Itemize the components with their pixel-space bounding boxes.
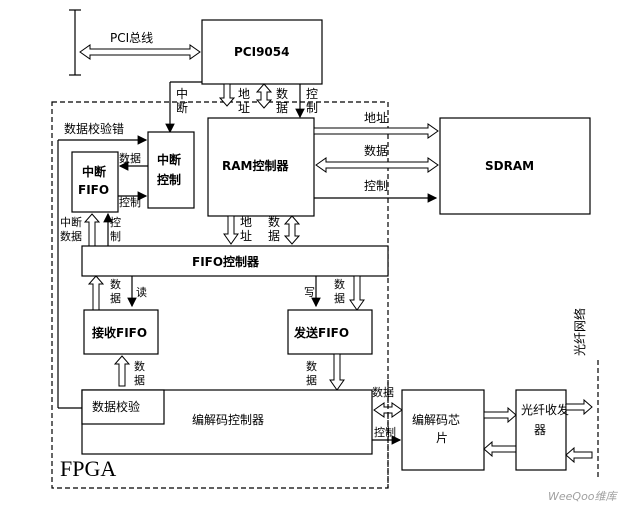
- pci9054-label: PCI9054: [234, 45, 289, 59]
- svg-text:中断: 中断: [157, 152, 181, 167]
- svg-text:数: 数: [334, 278, 345, 291]
- svg-text:光纤收发: 光纤收发: [521, 402, 569, 417]
- svg-text:据: 据: [110, 291, 121, 305]
- tx-fifo-label: 发送FIFO: [293, 325, 349, 340]
- int-data-arrow-up: [83, 213, 101, 247]
- svg-text:据: 据: [268, 229, 280, 243]
- codec-chip-block: [401, 389, 485, 471]
- svg-text:数: 数: [268, 214, 280, 229]
- data-arrow-both: [255, 83, 273, 109]
- svg-text:数据: 数据: [372, 385, 394, 399]
- ram-controller-label: RAM控制器: [222, 158, 289, 173]
- sdram-block: [439, 117, 591, 215]
- svg-text:控: 控: [110, 215, 121, 229]
- tx-fifo-block: [287, 309, 373, 355]
- svg-text:制: 制: [306, 101, 318, 115]
- svg-text:数: 数: [110, 278, 121, 291]
- data-check-label: 数据校验: [92, 399, 140, 414]
- addr-arrow-down: [218, 83, 236, 107]
- interrupt-control-block: [147, 131, 195, 209]
- interrupt-label-1: 中: [176, 86, 188, 101]
- data-check-error-label: 数据校验错: [64, 121, 124, 136]
- svg-text:编解码芯: 编解码芯: [412, 412, 460, 427]
- fifo-controller-block: [81, 245, 389, 277]
- ram-controller-block: [207, 117, 315, 217]
- data-check-block: [81, 389, 165, 425]
- svg-text:读: 读: [136, 285, 147, 299]
- sdram-label: SDRAM: [485, 159, 534, 173]
- fiber-network-label: 光纤网络: [572, 308, 587, 356]
- svg-text:据: 据: [276, 101, 288, 115]
- svg-text:写: 写: [304, 286, 315, 299]
- pci-bus-arrow: [79, 44, 201, 60]
- transceiver-block: [515, 389, 567, 471]
- svg-text:控制: 控制: [374, 425, 396, 439]
- sdram-data-label: 数据: [364, 143, 388, 158]
- svg-text:控制: 控制: [157, 172, 181, 187]
- svg-text:数: 数: [306, 360, 317, 373]
- svg-text:FIFO: FIFO: [78, 183, 109, 197]
- fpga-label: FPGA: [60, 456, 116, 481]
- svg-text:中断: 中断: [82, 164, 106, 179]
- pci9054-block: [201, 19, 323, 85]
- svg-text:数据: 数据: [119, 151, 141, 165]
- rx-fifo-block: [83, 309, 159, 355]
- interrupt-fifo-block: [71, 151, 119, 213]
- svg-text:片: 片: [436, 431, 448, 445]
- svg-text:数据: 数据: [60, 229, 82, 243]
- svg-text:中断: 中断: [60, 215, 82, 229]
- interrupt-label-2: 断: [176, 100, 188, 115]
- svg-text:据: 据: [306, 373, 317, 387]
- fifo-controller-label: FIFO控制器: [192, 254, 260, 269]
- svg-text:址: 址: [240, 229, 252, 243]
- sdram-data-arrow: [315, 157, 439, 173]
- sdram-ctrl-label: 控制: [364, 179, 388, 193]
- svg-text:控: 控: [306, 87, 318, 101]
- svg-text:数: 数: [276, 86, 288, 101]
- svg-text:制: 制: [110, 230, 121, 243]
- svg-text:据: 据: [134, 373, 145, 387]
- pci-bus-label: PCI总线: [110, 31, 153, 45]
- svg-text:址: 址: [238, 101, 250, 115]
- svg-text:据: 据: [334, 291, 345, 305]
- codec-controller-label: 编解码控制器: [192, 412, 264, 427]
- rx-fifo-label: 接收FIFO: [92, 325, 147, 340]
- fpga-boundary: [51, 101, 389, 489]
- svg-text:数: 数: [134, 360, 145, 373]
- svg-text:地: 地: [240, 215, 252, 229]
- watermark: WeeQoo维库: [548, 490, 619, 503]
- sdram-addr-label: 地址: [364, 111, 388, 125]
- svg-text:控制: 控制: [119, 195, 141, 209]
- svg-text:地: 地: [238, 87, 250, 101]
- sdram-addr-arrow: [313, 123, 439, 139]
- svg-text:器: 器: [534, 423, 546, 437]
